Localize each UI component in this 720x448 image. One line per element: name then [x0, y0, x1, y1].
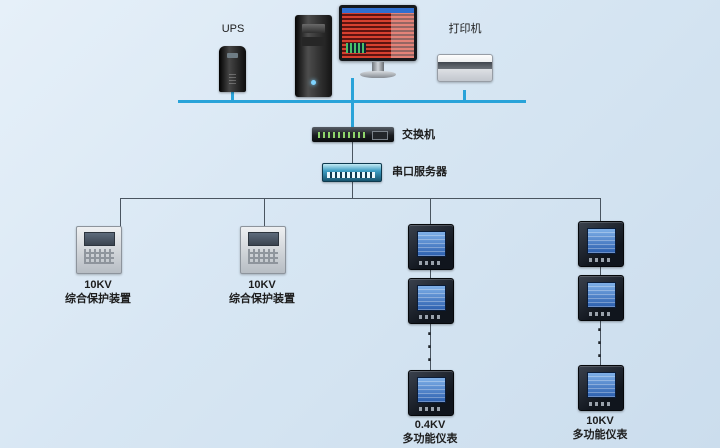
protection-device-2-kv: 10KV: [248, 279, 276, 291]
switch-to-server-line: [352, 142, 353, 163]
protection-device-2-name: 综合保护装置: [229, 293, 295, 305]
ups-label: UPS: [221, 23, 245, 35]
protection-device-1-kv: 10KV: [84, 279, 112, 291]
field-bus-line: [120, 198, 601, 199]
ups-drop-line: [231, 92, 234, 101]
bus-to-switch-line: [351, 103, 354, 127]
monitor-icon: [339, 5, 417, 61]
top-bus-line: [178, 100, 526, 103]
printer-label: 打印机: [448, 23, 482, 35]
meter-column2-label: 10KV 多功能仪表: [550, 414, 650, 442]
meter-column1-label: 0.4KV 多功能仪表: [380, 418, 480, 446]
protection-device-2-icon: [240, 226, 286, 274]
switch-label: 交换机: [402, 129, 435, 141]
meter-icon: [408, 278, 454, 324]
meter-icon: [408, 224, 454, 270]
meter-icon: [578, 275, 624, 321]
monitor-stand-neck: [372, 62, 384, 72]
protection-device-1-icon: [76, 226, 122, 274]
meter-column1-name: 多功能仪表: [402, 433, 458, 445]
monitor-stand-base: [360, 71, 396, 78]
ups-device-icon: [219, 46, 246, 92]
serial-server-label: 串口服务器: [392, 166, 447, 178]
workstation-drop-line: [351, 78, 354, 101]
protection-device-2-label: 10KV 综合保护装置: [212, 278, 312, 306]
pc-tower-icon: [295, 15, 332, 97]
printer-icon: [437, 42, 493, 82]
switch-device-icon: [312, 127, 394, 142]
meter-column2-kv: 10KV: [586, 415, 614, 427]
meter-icon: [408, 370, 454, 416]
protection1-drop-line: [120, 198, 121, 228]
printer-drop-line: [463, 90, 466, 101]
meter-icon: [578, 365, 624, 411]
serial-server-icon: [322, 163, 382, 182]
monitor-screen: [342, 8, 414, 58]
protection2-drop-line: [264, 198, 265, 226]
server-to-field-line: [352, 180, 353, 198]
meter-column1-ellipsis: · · ·: [427, 324, 433, 370]
meter-column2-ellipsis: · · ·: [597, 320, 603, 366]
protection-device-1-name: 综合保护装置: [65, 293, 131, 305]
meter-column1-kv: 0.4KV: [414, 419, 446, 431]
meter-column2-name: 多功能仪表: [572, 429, 628, 441]
protection-device-1-label: 10KV 综合保护装置: [48, 278, 148, 306]
meter-icon: [578, 221, 624, 267]
